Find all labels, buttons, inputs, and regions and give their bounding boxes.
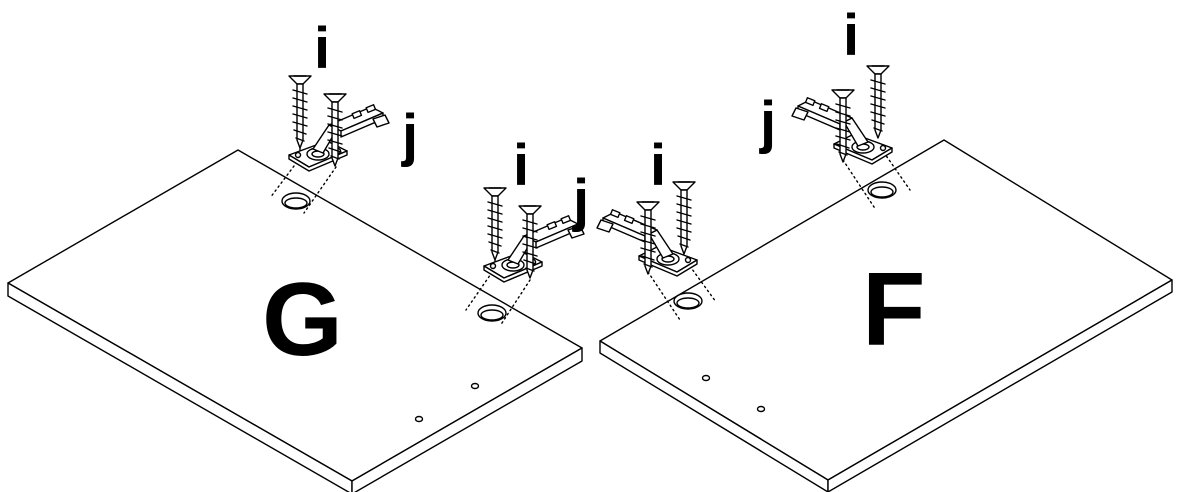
hinge-assembly-f-left (597, 181, 717, 321)
hinge-assembly-g-right (465, 187, 585, 327)
panel-g (7, 149, 583, 492)
screw-label-3: i (650, 133, 666, 198)
hinge-label-3: j (759, 90, 776, 155)
hinge-label-2: j (572, 168, 589, 233)
hinge-assembly-f-top (792, 65, 911, 211)
screw-label-2: i (513, 133, 529, 198)
screw-label-1: i (314, 16, 330, 81)
hinge-label-1: j (401, 103, 418, 168)
hinge-assembly-g-top (269, 75, 390, 214)
panel-f (599, 139, 1173, 492)
panel-g-label: G (262, 262, 343, 378)
panel-f-label: F (862, 252, 926, 368)
screw-label-4: i (843, 3, 859, 68)
